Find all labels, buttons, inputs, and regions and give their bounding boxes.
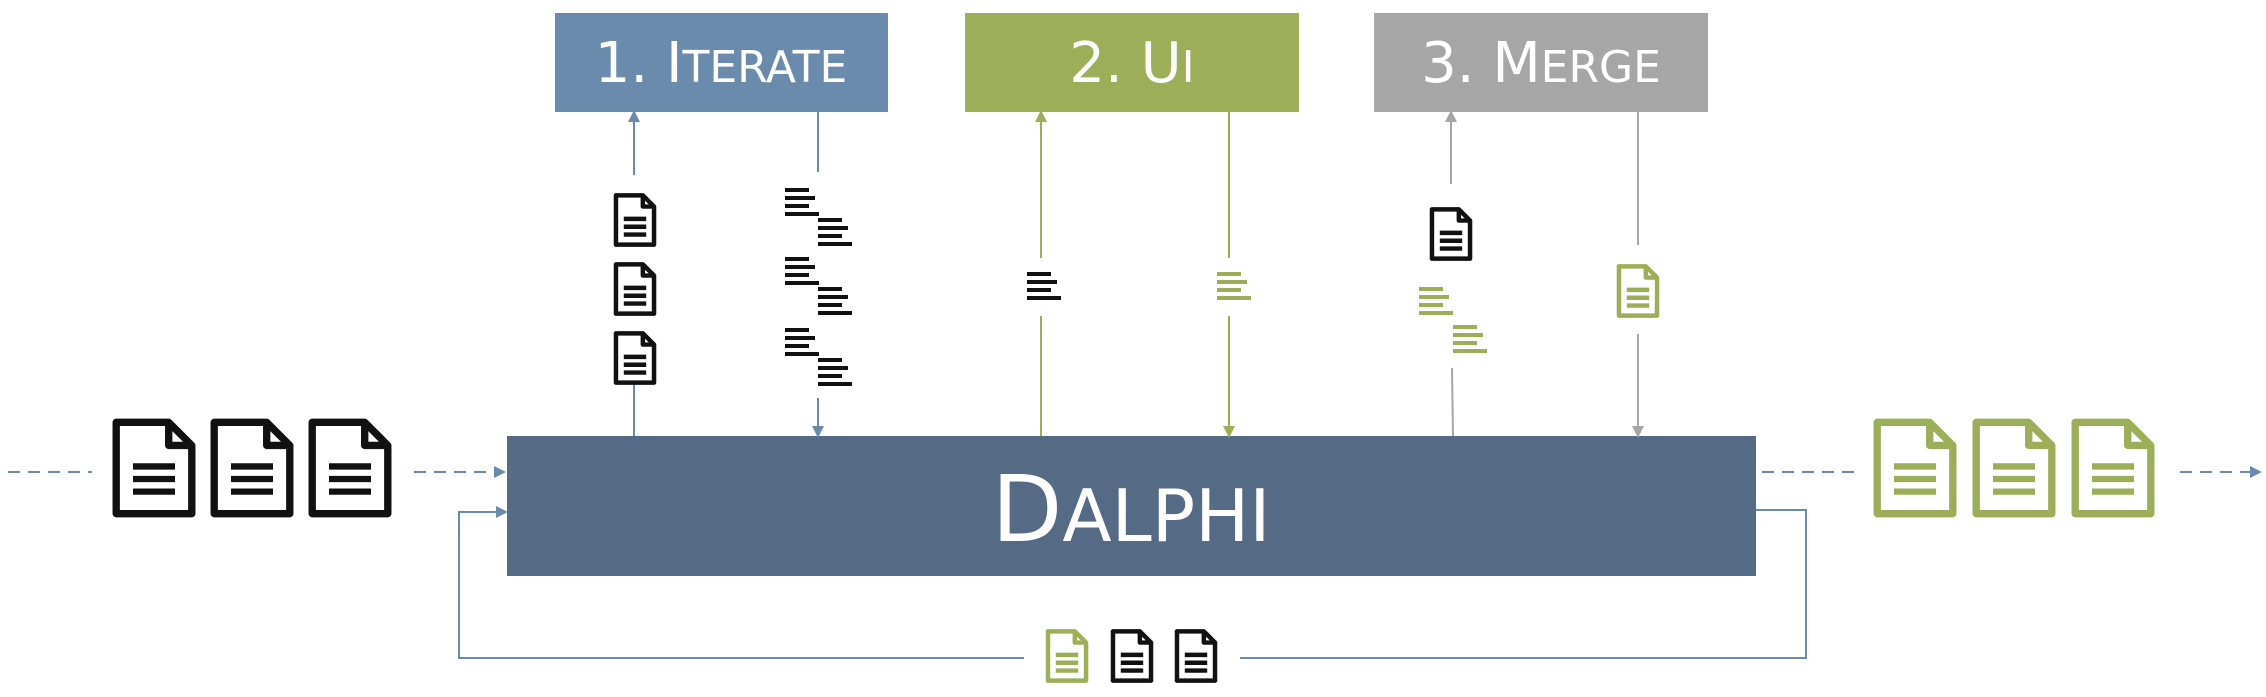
merge-document-icon-out	[1432, 209, 1470, 258]
dalphi-label: Dalphi	[991, 456, 1270, 563]
iterate-segments-icon-2a	[785, 257, 819, 285]
feedback-loop-left	[458, 506, 1024, 659]
iterate-document-icon-2	[616, 264, 654, 313]
step-merge-box: 3. Merge	[1374, 13, 1708, 112]
iterate-document-icon-1	[616, 195, 654, 244]
input-document-icon-2	[214, 422, 290, 513]
step-ui-background	[965, 13, 1299, 112]
step-ui-label: 2. Ui	[1069, 31, 1194, 96]
iterate-segments-icon-1b	[818, 218, 852, 246]
feedback-document-icon-2	[1113, 631, 1151, 680]
ui-segments-icon-in	[1217, 272, 1251, 300]
step-iterate-label: 1. Iterate	[595, 31, 848, 96]
step-merge-label: 3. Merge	[1421, 31, 1661, 96]
ui-segments-icon-out	[1027, 272, 1061, 300]
iterate-segments-icon-1a	[785, 188, 819, 216]
merge-segments-icon-a	[1419, 287, 1453, 315]
dalphi-box: Dalphi	[507, 436, 1756, 576]
merge-up-line-lower	[1451, 367, 1454, 437]
step-ui-box: 2. Ui	[965, 13, 1299, 112]
dalphi-background	[507, 436, 1756, 576]
merge-segments-icon-b	[1453, 325, 1487, 353]
output-document-icon-2	[1976, 422, 2052, 513]
iterate-segments-icon-2b	[818, 287, 852, 315]
iterate-segments-icon-3b	[818, 358, 852, 386]
output-document-icon-3	[2075, 422, 2151, 513]
feedback-document-icon-1	[1048, 631, 1086, 680]
feedback-document-icon-3	[1177, 631, 1215, 680]
output-document-icon-1	[1877, 422, 1953, 513]
input-document-icon-1	[116, 422, 192, 513]
step-merge-background	[1374, 13, 1708, 112]
step-iterate-background	[555, 13, 888, 112]
input-document-icon-3	[312, 422, 388, 513]
iterate-segments-icon-3a	[785, 328, 819, 356]
feedback-loop-right	[1240, 509, 1807, 659]
merge-document-icon-in	[1619, 266, 1657, 315]
iterate-document-icon-3	[616, 333, 654, 382]
step-iterate-box: 1. Iterate	[555, 13, 888, 112]
